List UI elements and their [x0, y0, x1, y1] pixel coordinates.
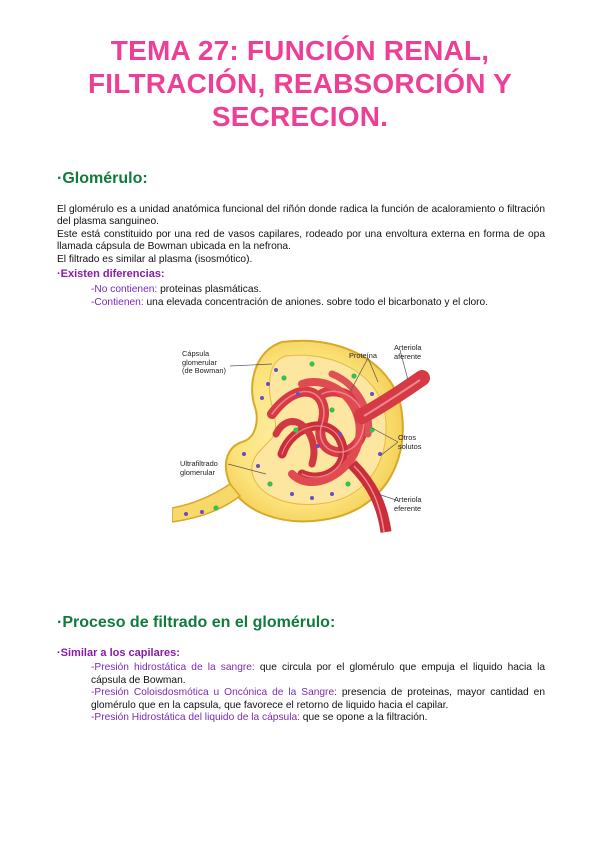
title-line-2: FILTRACIÓN, REABSORCIÓN Y [88, 68, 512, 99]
paragraph-line: El filtrado es similar al plasma (isosmó… [57, 253, 253, 265]
item-label: -Presión hidrostática de la sangre: [91, 662, 255, 673]
section-heading-proceso: ·Proceso de filtrado en el glomérulo: [57, 614, 336, 631]
item-text: proteinas plasmáticas. [157, 284, 262, 295]
subheading-similar: ·Similar a los capilares: [57, 647, 180, 659]
list-item: -Presión Coloisdosmótica u Oncónica de l… [91, 687, 545, 712]
diferencias-list: -No contienen: proteinas plasmáticas. -C… [91, 284, 545, 309]
title-line-3: SECRECION. [211, 101, 389, 132]
glomerulus-figure: Cápsula glomerular (de Bowman) Proteína … [171, 334, 434, 534]
label-ultrafiltrado: Ultrafiltrado glomerular [180, 459, 218, 477]
label-arteriola-eferente: Arteriola eferente [394, 495, 422, 513]
list-item: -Contienen: una elevada concentración de… [91, 297, 545, 310]
section-heading-glomerulo: ·Glomérulo: [57, 170, 148, 187]
subheading-diferencias: ·Existen diferencias: [57, 268, 165, 280]
item-label: -Presión Coloisdosmótica u Oncónica de l… [91, 687, 337, 699]
list-item: -No contienen: proteinas plasmáticas. [91, 284, 545, 297]
paragraph-line: El glomérulo es a unidad anatómica funci… [57, 204, 545, 228]
glomerulus-illustration [171, 339, 430, 533]
presiones-list: -Presión hidrostática de la sangre: que … [91, 662, 545, 725]
label-otros-solutos: Otros solutos [398, 433, 422, 451]
list-item: -Presión hidrostática de la sangre: que … [91, 662, 545, 687]
title-line-1: TEMA 27: FUNCIÓN RENAL, [110, 35, 490, 66]
list-item: -Presión Hidrostática del liquido de la … [91, 712, 545, 725]
item-label: -Contienen: [91, 296, 144, 308]
item-label: -No contienen: [91, 284, 158, 295]
item-text: una elevada concentración de aniones. so… [143, 296, 489, 308]
item-text: que circula por el glomérulo que empuja … [91, 662, 545, 686]
glomerulo-paragraph: El glomérulo es a unidad anatómica funci… [57, 204, 545, 266]
item-label: -Presión Hidrostática del liquido de la … [91, 712, 300, 724]
label-capsula: Cápsula glomerular (de Bowman) [182, 349, 226, 376]
item-text: presencia de proteinas, mayor cantidad e… [91, 687, 545, 711]
label-proteina: Proteína [349, 351, 377, 360]
label-arteriola-aferente: Arteriola aferente [394, 343, 422, 361]
item-text: que se opone a la filtración. [299, 712, 428, 724]
paragraph-line: Este está constituido por una red de vas… [57, 228, 545, 253]
page-title: TEMA 27: FUNCIÓN RENAL, FILTRACIÓN, REAB… [40, 34, 560, 133]
